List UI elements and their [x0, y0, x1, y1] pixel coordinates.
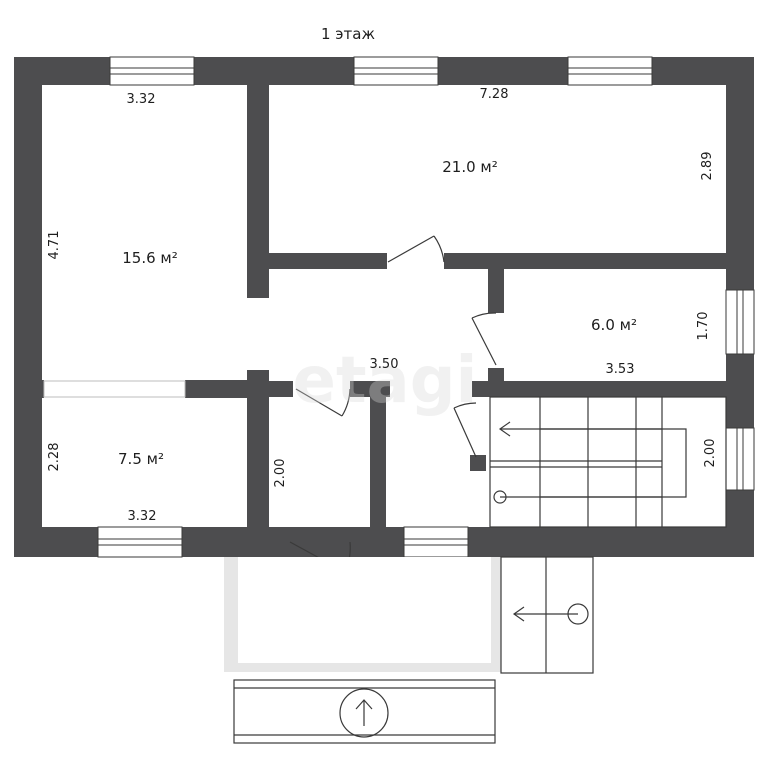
room-d-width: 3.32: [128, 509, 157, 524]
room-a-area: 15.6 м²: [122, 249, 178, 267]
stair-length: 2.00: [703, 439, 718, 468]
room-a-length: 4.71: [47, 231, 62, 260]
room-c-width: 3.53: [606, 362, 635, 377]
door-stair: [453, 402, 477, 458]
window-top-3: [567, 56, 653, 86]
room-c-area: 6.0 м²: [591, 316, 637, 334]
room-c-length: 1.70: [696, 312, 711, 341]
door-corridor: [295, 388, 351, 417]
corridor-length: 2.00: [273, 459, 288, 488]
room-d-area: 7.5 м²: [118, 450, 164, 468]
watermark: etagi: [293, 344, 478, 418]
windows: [97, 56, 755, 558]
room-b-area: 21.0 м²: [442, 158, 498, 176]
exterior-stair-front: [233, 679, 496, 744]
window-bottom-2: [403, 526, 469, 558]
window-right-1: [725, 289, 755, 355]
window-bottom-1: [97, 526, 183, 558]
window-right-2: [725, 427, 755, 491]
door-room-b: [387, 235, 445, 263]
window-top-1: [109, 56, 195, 86]
room-d-length: 2.28: [47, 443, 62, 472]
passage-opening: [43, 380, 186, 398]
interior-walls: [14, 85, 726, 527]
porch: [224, 557, 501, 672]
room-b-width: 7.28: [480, 87, 509, 102]
room-a-width: 3.32: [127, 92, 156, 107]
floor-title: 1 этаж: [321, 25, 375, 43]
exterior-stair-side: [500, 556, 594, 674]
door-room-c: [471, 312, 497, 366]
window-top-2: [353, 56, 439, 86]
room-b-length: 2.89: [700, 152, 715, 181]
hall-width: 3.50: [370, 357, 399, 372]
interior-stair: [489, 396, 727, 528]
